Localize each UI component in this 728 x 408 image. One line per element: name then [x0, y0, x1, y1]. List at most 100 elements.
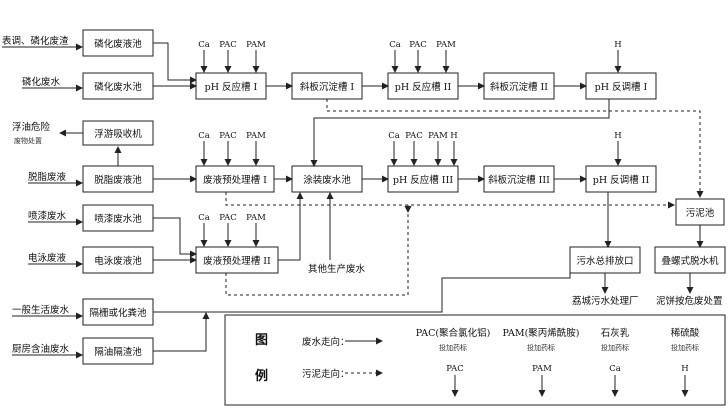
dose-ca-label: Ca: [388, 131, 400, 141]
legend-pam-note: 投加药标: [527, 343, 555, 352]
svg-text:叠螺式脱水机: 叠螺式脱水机: [661, 255, 719, 267]
dose-pac-label: PAC: [405, 131, 423, 141]
phos-water-tank: 磷化废水池: [82, 72, 154, 100]
svg-text:pH 反应槽 I: pH 反应槽 I: [205, 81, 258, 93]
legend-pam-name: PAM(聚丙烯酰胺): [502, 327, 579, 339]
dose-pac-label: PAC: [219, 213, 237, 223]
ph-reaction-tank-3: pH 反应槽 III: [387, 165, 459, 193]
dewatering-machine: 叠螺式脱水机: [654, 246, 726, 274]
legend-ca-symbol: Ca: [609, 364, 621, 374]
svg-text:污泥池: 污泥池: [686, 207, 715, 219]
svg-text:隔油隔渣池: 隔油隔渣池: [94, 346, 142, 358]
svg-text:pH 反调槽 I: pH 反调槽 I: [595, 81, 648, 93]
svg-text:磷化废液池: 磷化废液池: [94, 38, 142, 50]
flow-arrow: [153, 312, 210, 352]
legend: 图 例 废水走向： 污泥走向： PAC(聚合氯化铝) 投加药标 PAC PAM(…: [224, 314, 726, 406]
svg-text:污水总排放口: 污水总排放口: [576, 255, 633, 267]
legend-h-note: 投加药标: [671, 343, 699, 352]
legend-h-name: 稀硫酸: [671, 327, 700, 339]
dose-h-label: H: [614, 40, 621, 50]
phos-waste-tank: 磷化废液池: [82, 29, 154, 57]
dose-pam-label: PAM: [428, 131, 448, 141]
legend-water-flow-label: 废水走向：: [302, 336, 350, 348]
flow-line: [153, 262, 571, 313]
legend-ca-name: 石灰乳: [601, 327, 630, 339]
septic-tank: 隔栅或化粪池: [82, 298, 154, 326]
dose-pam-label: PAM: [246, 40, 266, 50]
discharge-outlet: 污水总排放口: [569, 246, 641, 274]
svg-text:废液预处理槽 II: 废液预处理槽 II: [203, 255, 271, 267]
dose-ca-label: Ca: [389, 40, 401, 50]
legend-pac-symbol: PAC: [446, 364, 464, 374]
svg-text:废液预处理槽 I: 废液预处理槽 I: [203, 174, 267, 186]
dose-h-label: H: [450, 131, 457, 141]
legend-ca-note: 投加药标: [601, 343, 629, 352]
sludge-flow-arrow: [225, 192, 675, 209]
svg-text:浮游吸收机: 浮游吸收机: [94, 128, 142, 140]
degrease-tank: 脱脂废液池: [82, 165, 154, 193]
dose-h-label: H: [614, 131, 621, 141]
dose-pac-label: PAC: [409, 40, 427, 50]
floating-oil-output-label: 浮油危险: [12, 121, 51, 133]
legend-sludge-flow-label: 污泥走向：: [302, 368, 350, 380]
ph-reaction-tank-2: pH 反应槽 II: [387, 72, 459, 100]
ph-reaction-tank-1: pH 反应槽 I: [195, 72, 267, 100]
legend-pam-symbol: PAM: [532, 364, 552, 374]
input-degrease-label: 脱脂废液: [28, 171, 67, 183]
svg-text:斜板沉淀槽 I: 斜板沉淀槽 I: [300, 81, 355, 93]
floating-oil-machine: 浮游吸收机: [82, 120, 154, 146]
ph-adjust-tank-1: pH 反调槽 I: [585, 72, 657, 100]
input-kitchen-label: 厨房含油废水: [12, 343, 70, 355]
dose-pac-label: PAC: [219, 131, 237, 141]
dose-pam-label: PAM: [436, 40, 456, 50]
coating-wastewater-tank: 涂装废水池: [291, 165, 363, 193]
dose-pam-label: PAM: [246, 131, 266, 141]
svg-text:涂装废水池: 涂装废水池: [303, 174, 351, 186]
svg-text:pH 反应槽 III: pH 反应槽 III: [393, 174, 453, 186]
floating-oil-output-label-2: 废物处置: [14, 136, 42, 145]
grease-trap: 隔油隔渣池: [82, 337, 154, 365]
legend-title-1: 图: [255, 333, 268, 348]
svg-text:隔栅或化粪池: 隔栅或化粪池: [89, 307, 147, 319]
dose-ca-label: Ca: [198, 40, 210, 50]
sludge-tank: 污泥池: [675, 198, 725, 226]
svg-text:pH 反调槽 II: pH 反调槽 II: [593, 174, 650, 186]
svg-text:喷漆废水池: 喷漆废水池: [94, 213, 142, 225]
dose-ca-label: Ca: [198, 213, 210, 223]
ep-tank: 电泳废液池: [82, 246, 154, 274]
dose-ca-label: Ca: [198, 131, 210, 141]
flow-arrow: [153, 42, 197, 84]
input-other-label: 其他生产废水: [308, 263, 366, 275]
input-domestic-label: 一般生活废水: [12, 304, 70, 316]
flow-arrow: [278, 192, 304, 261]
sludge-flow-arrow: [326, 99, 704, 198]
pretreatment-tank-2: 废液预处理槽 II: [195, 246, 279, 274]
spray-tank: 喷漆废水池: [82, 204, 154, 232]
input-ep-label: 电泳废液: [28, 252, 67, 264]
pretreatment-tank-1: 废液预处理槽 I: [195, 165, 275, 193]
input-spray-label: 喷漆废水: [28, 210, 67, 222]
legend-pac-name: PAC(聚合氯化铝): [416, 327, 491, 339]
settling-tank-3: 斜板沉淀槽 III: [483, 165, 555, 193]
dose-pac-label: PAC: [219, 40, 237, 50]
legend-pac-note: 投加药标: [439, 343, 467, 352]
settling-tank-2: 斜板沉淀槽 II: [483, 72, 555, 100]
dose-pam-label: PAM: [246, 213, 266, 223]
settling-tank-1: 斜板沉淀槽 I: [291, 72, 363, 100]
flow-arrow: [310, 99, 610, 167]
svg-text:电泳废液池: 电泳废液池: [94, 255, 142, 267]
legend-h-symbol: H: [681, 364, 688, 374]
svg-text:磷化废水池: 磷化废水池: [94, 81, 142, 93]
ph-adjust-tank-2: pH 反调槽 II: [585, 165, 657, 193]
sludge-disposal-label: 泥饼按危废处置: [656, 295, 723, 307]
input-surface-label: 表调、磷化废渣: [2, 35, 69, 47]
svg-text:斜板沉淀槽 III: 斜板沉淀槽 III: [488, 174, 550, 186]
sewage-plant-label: 荔城污水处理厂: [572, 295, 639, 307]
input-phos-label: 磷化废水: [22, 76, 61, 88]
svg-text:脱脂废液池: 脱脂废液池: [94, 174, 142, 186]
flow-arrow: [153, 217, 197, 258]
legend-title-2: 例: [255, 368, 268, 384]
svg-text:pH 反应槽 II: pH 反应槽 II: [395, 81, 452, 93]
